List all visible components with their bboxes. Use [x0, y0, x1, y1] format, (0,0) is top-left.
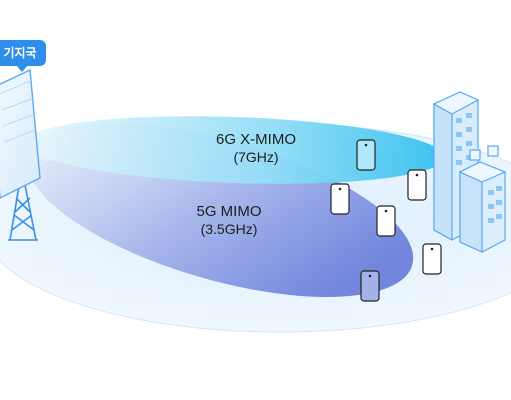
- phone-icon: [356, 139, 376, 171]
- beam-6g-label: 6G X-MIMO (7GHz): [196, 131, 316, 166]
- beam-5g-title: 5G MIMO: [196, 203, 262, 220]
- tower: [8, 179, 38, 241]
- beam-5g-freq: (3.5GHz): [200, 221, 258, 237]
- phone-camera: [338, 187, 342, 191]
- phone-icon: [422, 243, 442, 275]
- tower-label: 기지국: [0, 40, 46, 72]
- phone-camera: [415, 173, 419, 177]
- phone-camera: [368, 274, 372, 278]
- phone-icon: [360, 270, 380, 302]
- phone-icon: [407, 169, 427, 201]
- beam-6g-title: 6G X-MIMO: [215, 131, 296, 148]
- beam-6g-freq: (7GHz): [233, 149, 279, 165]
- phone-camera: [384, 209, 388, 213]
- antenna-panel: [0, 68, 41, 199]
- beam-5g-label: 5G MIMO (3.5GHz): [174, 203, 284, 238]
- phone-camera: [364, 143, 368, 147]
- phone-icon: [330, 183, 350, 215]
- devices: [330, 139, 442, 302]
- buildings: [432, 91, 507, 253]
- beam-6g: [25, 116, 445, 184]
- phone-camera: [430, 247, 434, 251]
- phone-icon: [376, 205, 396, 237]
